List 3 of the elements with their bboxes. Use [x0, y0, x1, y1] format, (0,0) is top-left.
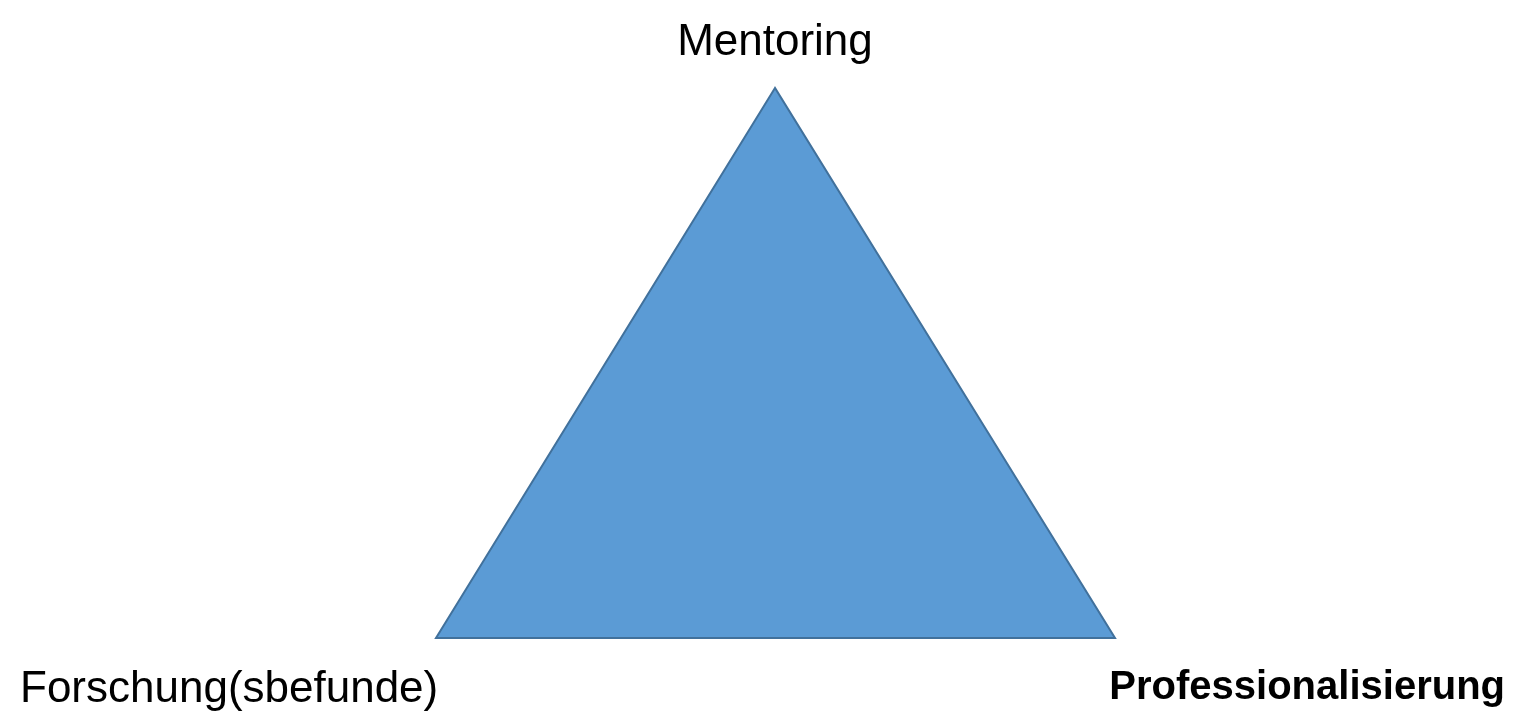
- vertex-label: Forschung(sbefunde): [20, 665, 439, 709]
- vertex-label: Mentoring: [677, 18, 873, 62]
- vertex-label: Professionalisierung: [1109, 665, 1505, 705]
